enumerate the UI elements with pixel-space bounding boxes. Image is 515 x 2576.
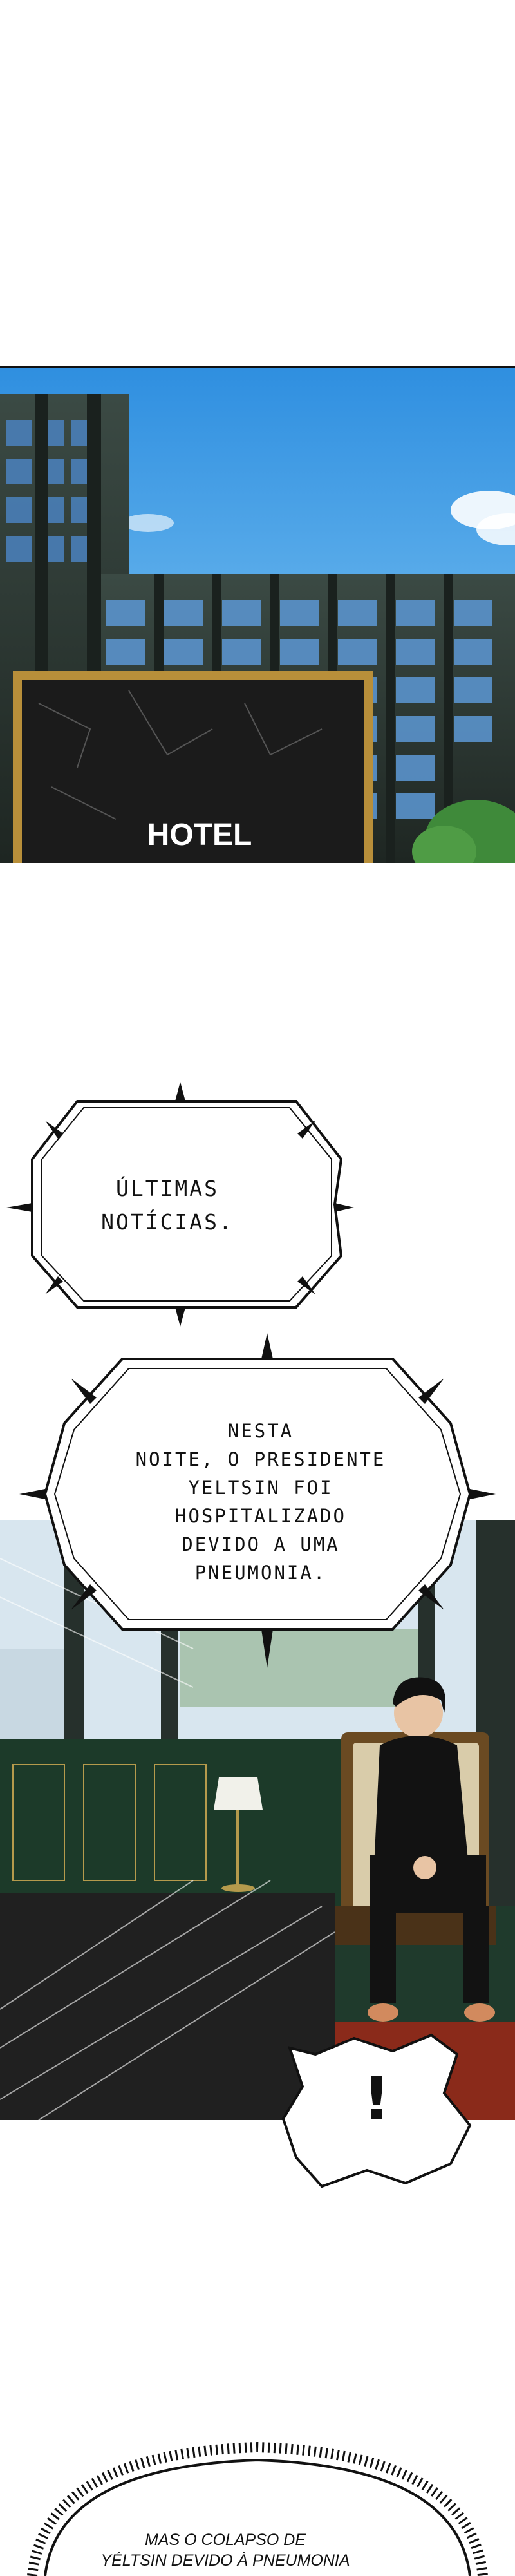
bubble-1-line: NOTÍCIAS. bbox=[101, 1209, 234, 1235]
hotel-sign-text: HOTEL bbox=[147, 818, 252, 852]
bubble-4-line: YÉLTSIN DEVIDO À PNEUMONIA bbox=[100, 2552, 350, 2570]
bubble-2-line: DEVIDO A UMA bbox=[182, 1533, 340, 1555]
speech-bubble-colapso bbox=[27, 2441, 488, 2576]
bubble-2-text: NESTA NOITE, O PRESIDENTE YELTSIN FOI HO… bbox=[135, 1417, 386, 1587]
bubble-2-line: YELTSIN FOI HOSPITALIZADO bbox=[175, 1477, 346, 1527]
speech-bubble-exclamation bbox=[281, 2033, 472, 2188]
bubble-2-line: NESTA bbox=[227, 1420, 294, 1442]
speech-bubble-nesta bbox=[19, 1333, 496, 1668]
bubble-1-text: ÚLTIMAS NOTÍCIAS. bbox=[71, 1172, 264, 1239]
bubble-4-text: MAS O COLAPSO DE YÉLTSIN DEVIDO À PNEUMO… bbox=[84, 2530, 367, 2571]
bubble-4-line: MAS O COLAPSO DE bbox=[144, 2531, 306, 2549]
hotel-illustration: HOTEL bbox=[0, 368, 515, 863]
bubble-1-line: ÚLTIMAS bbox=[115, 1176, 220, 1201]
bubble-2-line: PNEUMONIA. bbox=[194, 1562, 327, 1584]
exclamation-text: ! bbox=[363, 2065, 390, 2134]
speech-bubble-ultimas bbox=[6, 1082, 354, 1327]
bubble-2-line: NOITE, O PRESIDENTE bbox=[135, 1448, 386, 1470]
hotel-panel: HOTEL bbox=[0, 366, 515, 863]
